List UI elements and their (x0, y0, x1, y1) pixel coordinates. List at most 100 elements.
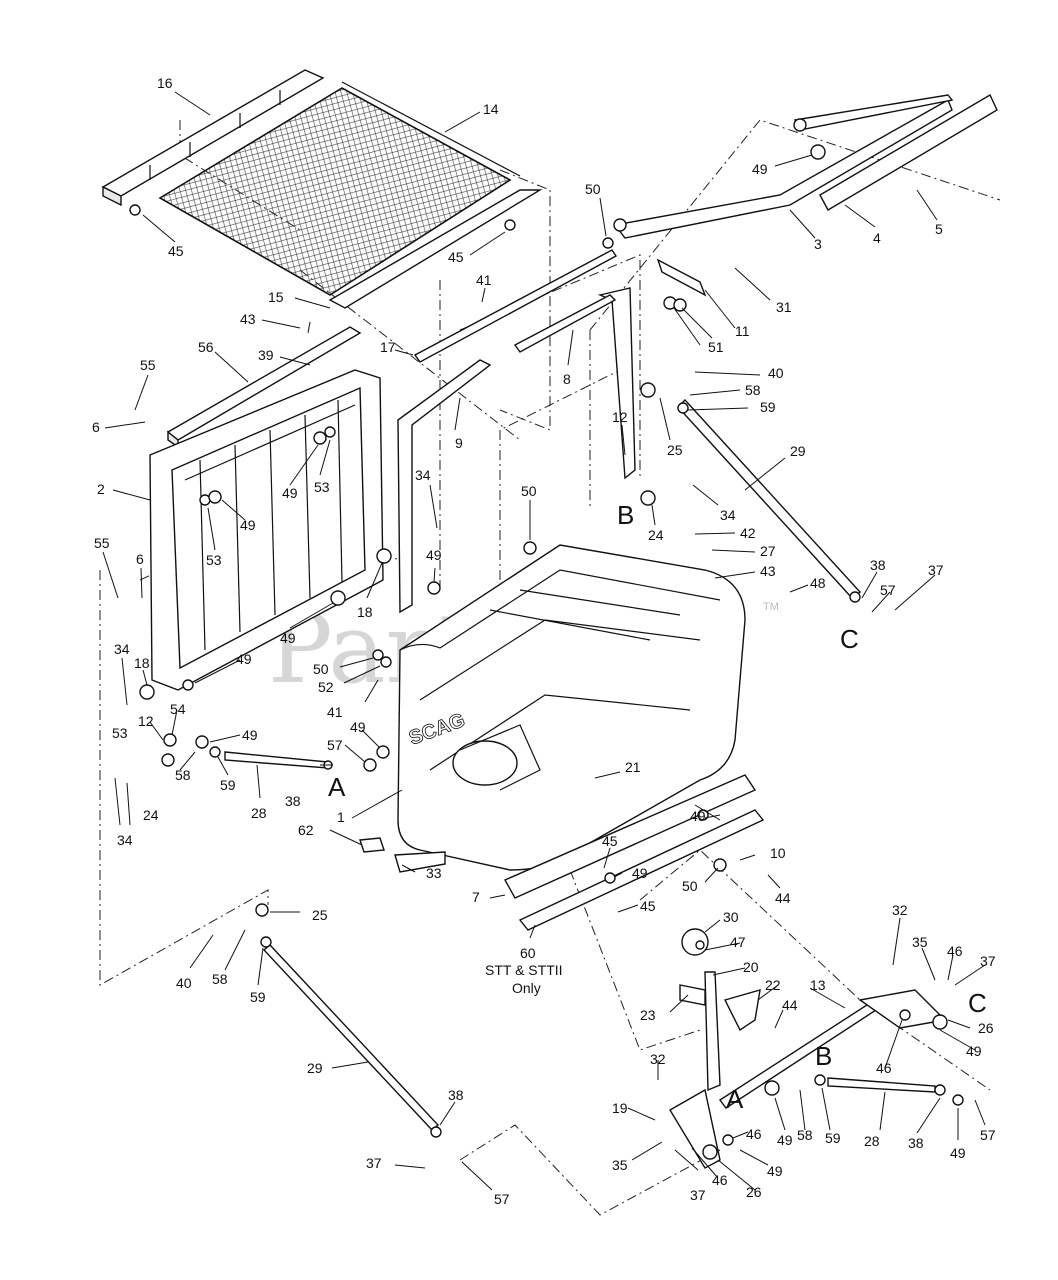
callout-34: 34 (117, 832, 133, 848)
callout-45: 45 (448, 249, 464, 265)
callout-44: 44 (782, 997, 798, 1013)
callout-49: 49 (752, 161, 768, 177)
callout-17: 17 (380, 339, 396, 355)
callout-49: 49 (242, 727, 258, 743)
callout-26: 26 (746, 1184, 762, 1200)
callout-3: 3 (814, 236, 822, 252)
rod-28-left (224, 751, 333, 770)
rod-29-right (677, 398, 862, 603)
callout-34: 34 (415, 467, 431, 483)
callout-7: 7 (472, 889, 480, 905)
callout-32: 32 (650, 1051, 666, 1067)
callout-45: 45 (640, 898, 656, 914)
callout-20: 20 (743, 959, 759, 975)
callout-22: 22 (765, 977, 781, 993)
callout-29: 29 (307, 1060, 323, 1076)
callout-57: 57 (880, 582, 896, 598)
callout-46: 46 (712, 1172, 728, 1188)
callout-49: 49 (350, 719, 366, 735)
callout-29: 29 (790, 443, 806, 459)
ref-letter-c: C (840, 624, 859, 654)
rail-56 (166, 326, 362, 449)
callout-10: 10 (770, 845, 786, 861)
callout-24: 24 (648, 527, 664, 543)
callout-25: 25 (667, 442, 683, 458)
callout-53: 53 (206, 552, 222, 568)
callout-34: 34 (114, 641, 130, 657)
callout-54: 54 (170, 701, 186, 717)
rail-15 (328, 189, 543, 309)
callout-49: 49 (426, 547, 442, 563)
callout-53: 53 (112, 725, 128, 741)
callout-39: 39 (258, 347, 274, 363)
callout-13: 13 (810, 977, 826, 993)
callout-1: 1 (337, 809, 345, 825)
callout-12: 12 (138, 713, 154, 729)
note-60-line2: Only (512, 980, 541, 996)
callout-60: 60 (520, 945, 536, 961)
callout-15: 15 (268, 289, 284, 305)
callout-46: 46 (876, 1060, 892, 1076)
callout-49: 49 (280, 630, 296, 646)
callout-6: 6 (92, 419, 100, 435)
callout-57: 57 (327, 737, 343, 753)
callout-46: 46 (746, 1126, 762, 1142)
ref-letter-c-bottom: C (968, 988, 987, 1018)
callout-41: 41 (327, 704, 343, 720)
callout-51: 51 (708, 339, 724, 355)
callout-27: 27 (760, 543, 776, 559)
callout-59: 59 (250, 989, 266, 1005)
callout-50: 50 (585, 181, 601, 197)
callout-43: 43 (240, 311, 256, 327)
callout-38: 38 (448, 1087, 464, 1103)
callout-8: 8 (563, 371, 571, 387)
callout-4: 4 (873, 230, 881, 246)
callout-49: 49 (767, 1163, 783, 1179)
brackets-22-23 (679, 984, 761, 1032)
callout-49: 49 (240, 517, 256, 533)
callout-55: 55 (140, 357, 156, 373)
callout-38: 38 (908, 1135, 924, 1151)
bracket-62-33 (359, 837, 446, 873)
callout-5: 5 (935, 221, 943, 237)
callout-59: 59 (760, 399, 776, 415)
callout-58: 58 (745, 382, 761, 398)
callout-58: 58 (797, 1127, 813, 1143)
trademark-mark: TM (763, 601, 779, 613)
callout-57: 57 (980, 1127, 996, 1143)
callout-49: 49 (950, 1145, 966, 1161)
callout-40: 40 (176, 975, 192, 991)
callout-58: 58 (212, 971, 228, 987)
bracket-rail-16 (101, 69, 325, 207)
callout-34: 34 (720, 507, 736, 523)
callout-11: 11 (735, 323, 750, 339)
arm-3-4 (613, 94, 998, 239)
callout-16: 16 (157, 75, 173, 91)
callout-53: 53 (314, 479, 330, 495)
callout-43: 43 (760, 563, 776, 579)
callout-12: 12 (612, 409, 628, 425)
callout-49: 49 (966, 1043, 982, 1059)
rod-28-right (827, 1077, 936, 1093)
callout-62: 62 (298, 822, 314, 838)
callout-49: 49 (236, 651, 252, 667)
callout-45: 45 (602, 833, 618, 849)
callout-42: 42 (740, 525, 756, 541)
ref-letter-b-bottom: B (815, 1041, 832, 1071)
callout-24: 24 (143, 807, 159, 823)
callout-58: 58 (175, 767, 191, 783)
callout-23: 23 (640, 1007, 656, 1023)
callout-50: 50 (521, 483, 537, 499)
callout-37: 37 (980, 953, 996, 969)
ref-letter-b: B (617, 500, 634, 530)
callout-28: 28 (251, 805, 267, 821)
callout-40: 40 (768, 365, 784, 381)
bracket-11 (656, 258, 707, 297)
callout-labels: 16 14 45 45 15 43 56 39 55 6 2 53 49 49 … (92, 75, 996, 1207)
callout-37: 37 (928, 562, 944, 578)
plate-7 (504, 774, 765, 931)
callout-49: 49 (690, 808, 706, 824)
callout-45: 45 (168, 243, 184, 259)
callout-6: 6 (136, 551, 144, 567)
